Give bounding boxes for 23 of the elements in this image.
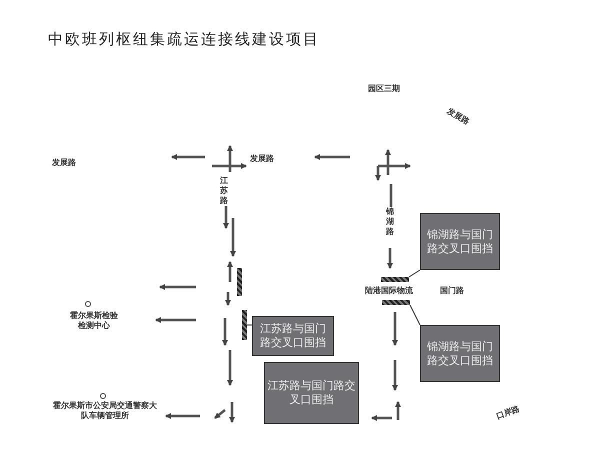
road-label: 国门路 xyxy=(440,286,464,296)
barrier-bar xyxy=(237,268,242,296)
leader-line xyxy=(410,304,420,326)
road-label: 发展路 xyxy=(445,106,471,128)
place-label: 霍尔果斯检验检测中心 xyxy=(70,311,118,331)
leader-line xyxy=(246,324,252,326)
road-label: 陆港国际物流 xyxy=(365,286,413,296)
place-label: 霍尔果斯市公安局交通警察大队车辆管理所 xyxy=(52,401,158,421)
road-label: 园区三期 xyxy=(368,84,400,94)
title: 中欧班列枢纽集疏运连接线建设项目 xyxy=(48,30,320,49)
barrier-bar xyxy=(382,300,410,305)
road-label: 锦湖路 xyxy=(386,207,395,237)
notice-box: 江苏路与国门路交叉口围挡 xyxy=(264,362,359,424)
notice-box: 江苏路与国门路交叉口围挡 xyxy=(252,316,334,356)
road-label: 发展路 xyxy=(250,154,274,164)
barrier-bar xyxy=(381,277,409,282)
notice-box: 锦湖路与国门路交叉口围挡 xyxy=(420,325,500,382)
road-label: 江苏路 xyxy=(220,176,229,206)
barrier-bar xyxy=(242,310,247,340)
notice-box: 锦湖路与国门路交叉口围挡 xyxy=(420,213,500,270)
leader-line xyxy=(408,270,420,278)
road-label: 口岸路 xyxy=(495,404,521,422)
road-label: 发展路 xyxy=(52,158,76,168)
